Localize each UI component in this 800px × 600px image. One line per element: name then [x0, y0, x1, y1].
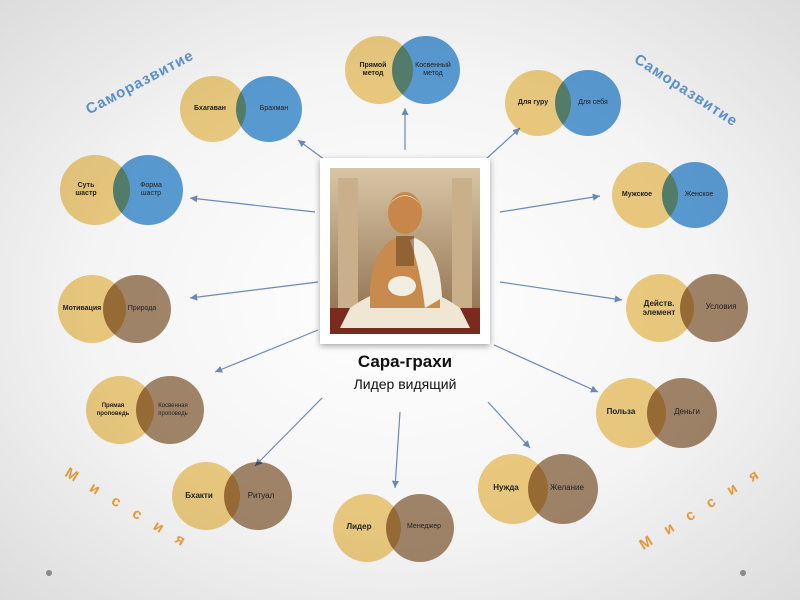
pair-right-label: Косвенный метод	[415, 62, 451, 77]
circle-right	[555, 70, 621, 136]
center-name: Сара-грахи	[357, 352, 453, 371]
pair-left-label: Действ. элемент	[642, 299, 676, 317]
circle-right	[392, 36, 460, 104]
pair-left-label: Прямая проповедь	[96, 403, 130, 417]
connector-arrow	[254, 397, 323, 467]
pair-right-label: Природа	[127, 305, 157, 312]
connector-arrow	[484, 127, 521, 161]
pair-left-label: Мотивация	[62, 305, 102, 312]
circle-right	[680, 274, 748, 342]
circle-right	[224, 462, 292, 530]
pair-right-label: Для себя	[578, 99, 608, 106]
connector-arrow	[189, 195, 316, 213]
pair-left-label: Бхагаван	[194, 105, 226, 112]
connector-arrow	[297, 139, 326, 161]
connector-arrow	[214, 329, 319, 373]
center-subtitle: Лидер видящий	[353, 376, 457, 392]
connector-arrow	[499, 193, 601, 213]
pair-right-label: Косвенная проповедь	[158, 403, 188, 417]
portrait-image	[330, 168, 480, 334]
pair-right-label: Ритуал	[247, 491, 275, 500]
circle-right	[647, 378, 717, 448]
nav-next-dot[interactable]	[740, 570, 746, 576]
connector-arrow	[487, 401, 531, 449]
circle-right	[662, 162, 728, 228]
connector-arrow	[189, 281, 319, 301]
pair-left-label: Нужда	[493, 483, 519, 492]
pair-left-label: Бхакти	[185, 491, 213, 500]
pair-left-label: Для гуру	[517, 99, 549, 106]
pair-right-label: Условия	[705, 302, 737, 311]
circle-right	[528, 454, 598, 524]
pair-left-label: Суть шастр	[75, 182, 97, 197]
circle-right	[103, 275, 171, 343]
pair-right-label: Менеджер	[407, 523, 441, 530]
circle-right	[113, 155, 183, 225]
connector-arrow	[499, 281, 623, 303]
circle-right	[136, 376, 204, 444]
circle-right	[386, 494, 454, 562]
connector-arrow	[391, 411, 401, 489]
connector-arrow	[493, 344, 599, 393]
pair-right-label: Женское	[684, 191, 714, 198]
pair-left-label: Прямой метод	[359, 62, 387, 77]
pair-right-label: Деньги	[674, 407, 700, 416]
pair-right-label: Брахман	[259, 105, 289, 112]
circle-left	[180, 76, 246, 142]
nav-prev-dot[interactable]	[46, 570, 52, 576]
pair-left-label: Лидер	[346, 522, 372, 531]
circle-right	[236, 76, 302, 142]
pair-right-label: Форма шастр	[140, 182, 162, 197]
pair-left-label: Польза	[606, 407, 636, 416]
pair-right-label: Желание	[550, 483, 584, 492]
pair-left-label: Мужское	[621, 191, 653, 198]
